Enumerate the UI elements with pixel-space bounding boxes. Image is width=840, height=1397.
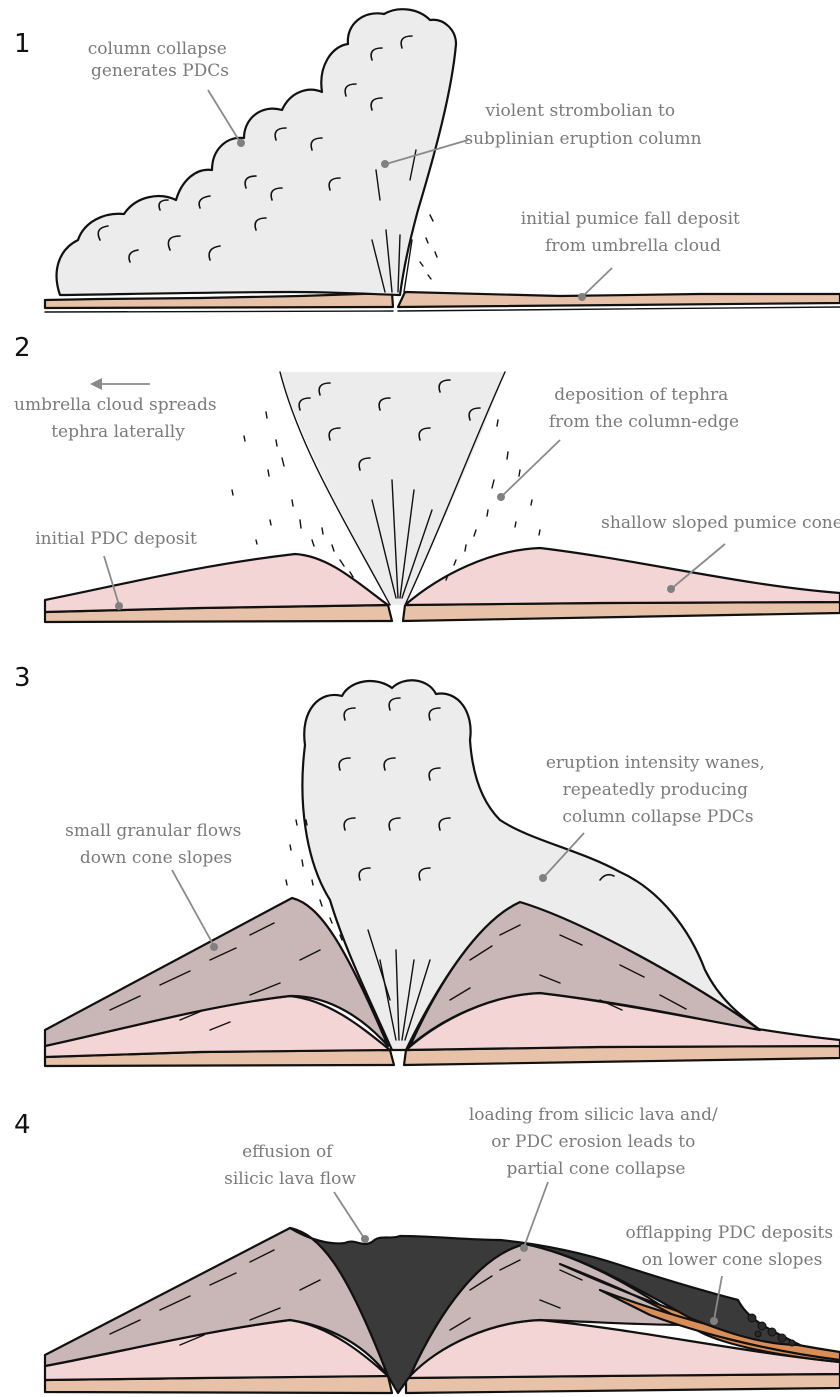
- panel-2-number: 2: [14, 333, 31, 363]
- label-eruption-column: violent strombolian to subplinian erupti…: [464, 101, 701, 149]
- label-cone-collapse: loading from silicic lava and/ or PDC er…: [469, 1105, 723, 1179]
- pumice-fall-deposit-right: [398, 292, 840, 307]
- leader-lava-effusion: [334, 1192, 364, 1238]
- panel-3: 3: [14, 663, 840, 1066]
- leader-cone-collapse: [524, 1182, 548, 1247]
- panel-1: 1: [14, 9, 840, 312]
- label-pumice-cone: shallow sloped pumice cone: [601, 513, 840, 533]
- label-umbrella-cloud: umbrella cloud spreads tephra laterally: [14, 395, 222, 442]
- label-intensity-wanes: eruption intensity wanes, repeatedly pro…: [546, 753, 770, 827]
- leader-granular-flows: [172, 870, 214, 946]
- panel-2: 2: [14, 333, 840, 622]
- pumice-cone-left: [45, 554, 388, 612]
- panel-3-number: 3: [14, 663, 31, 693]
- label-offlapping-pdc: offlapping PDC deposits on lower cone sl…: [626, 1223, 839, 1270]
- leader-column-collapse: [208, 90, 240, 142]
- label-initial-pdc: initial PDC deposit: [35, 529, 197, 549]
- leader-pumice-fall: [582, 268, 612, 297]
- label-pumice-fall: initial pumice fall deposit from umbrell…: [521, 209, 746, 256]
- pumice-cone-right: [405, 548, 840, 605]
- label-granular-flows: small granular flows down cone slopes: [65, 821, 247, 868]
- panel-1-number: 1: [14, 29, 31, 59]
- label-column-collapse: column collapse generates PDCs: [88, 39, 232, 81]
- panel-4: 4 effusion of silicic lav: [14, 1105, 840, 1393]
- ballistic-clasts-1: [420, 215, 437, 279]
- label-lava-effusion: effusion of silicic lava flow: [224, 1142, 356, 1189]
- leader-deposition-tephra: [501, 440, 560, 497]
- panel-4-number: 4: [14, 1110, 31, 1140]
- label-deposition-tephra: deposition of tephra from the column-edg…: [549, 385, 739, 432]
